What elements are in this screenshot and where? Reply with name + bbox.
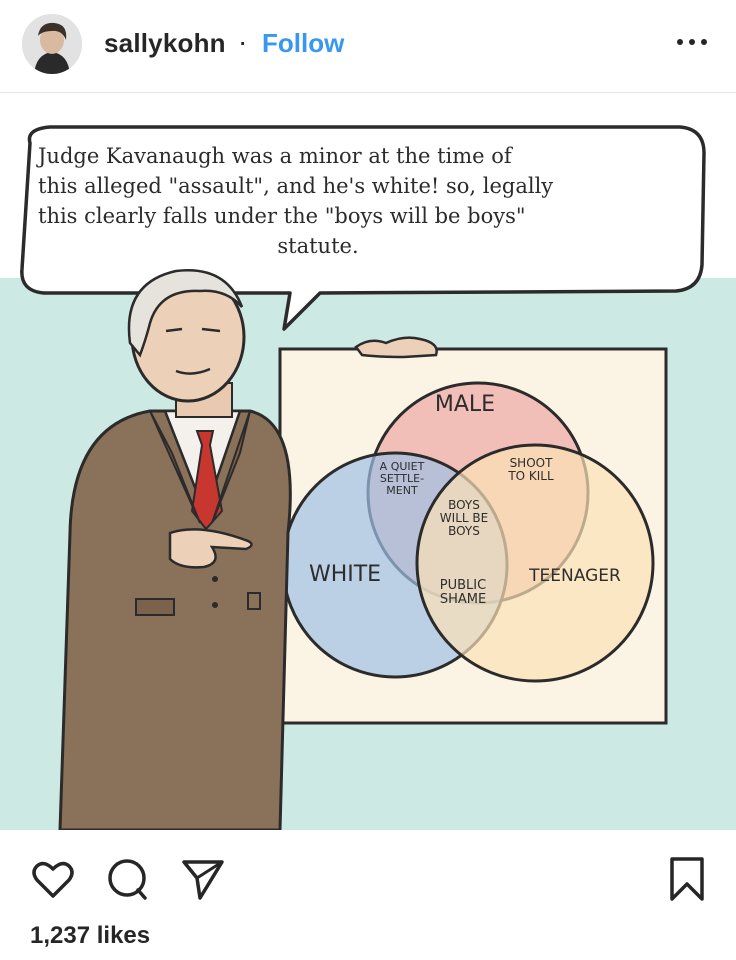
post-header: sallykohn · Follow xyxy=(0,0,736,93)
venn-label-shoot-to-kill: SHOOT TO KILL xyxy=(508,456,554,484)
speech-bubble-text: Judge Kavanaugh was a minor at the time … xyxy=(38,141,678,261)
speech-line-4: statute. xyxy=(277,234,359,258)
venn-label-white: WHITE xyxy=(308,562,382,587)
venn-label-quiet-settlement: A QUIET SETTLE-MENT xyxy=(379,460,425,498)
likes-count[interactable]: 1,237 likes xyxy=(30,922,151,949)
action-bar xyxy=(0,850,736,910)
comment-icon[interactable] xyxy=(104,856,150,902)
speech-line-3: this clearly falls under the "boys will … xyxy=(38,204,526,228)
heart-icon[interactable] xyxy=(30,856,76,902)
venn-label-male: MALE xyxy=(434,392,496,417)
follow-button[interactable]: Follow xyxy=(262,28,345,58)
venn-label-boys-will-be-boys: BOYS WILL BE BOYS xyxy=(439,498,489,539)
bookmark-icon[interactable] xyxy=(664,856,710,902)
avatar[interactable] xyxy=(22,14,82,74)
comic-illustration xyxy=(0,93,736,830)
username[interactable]: sallykohn xyxy=(104,28,226,58)
separator-dot: · xyxy=(238,26,248,57)
speech-line-2: this alleged "assault", and he's white! … xyxy=(38,174,554,198)
share-icon[interactable] xyxy=(180,856,226,902)
post-image[interactable]: Judge Kavanaugh was a minor at the time … xyxy=(0,93,736,830)
venn-label-public-shame: PUBLIC SHAME xyxy=(439,578,487,608)
venn-label-teenager: TEENAGER xyxy=(529,566,621,586)
more-options-icon[interactable] xyxy=(672,30,712,54)
speech-line-1: Judge Kavanaugh was a minor at the time … xyxy=(38,144,512,168)
